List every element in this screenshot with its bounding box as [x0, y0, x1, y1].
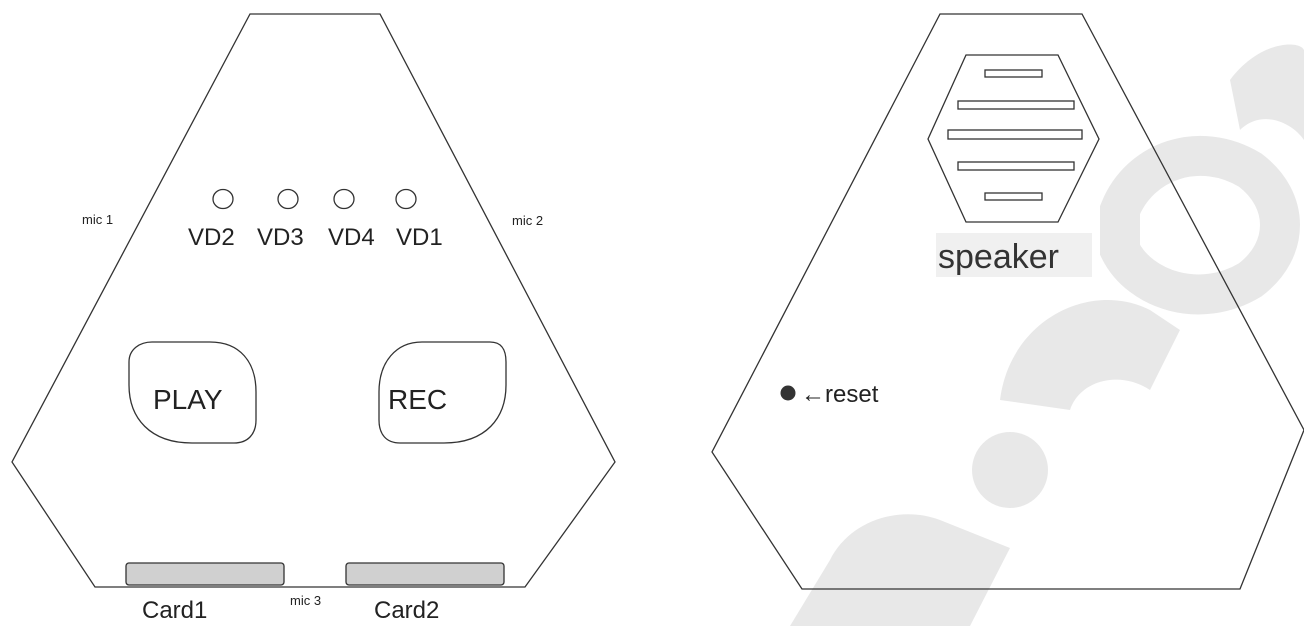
rec-button-outline [378, 341, 507, 444]
speaker-slot [957, 161, 1075, 171]
back-panel: speaker ←reset [711, 13, 1304, 590]
front-panel: mic 1 mic 2 VD2 VD3 VD4 VD1 PLAY REC Car… [11, 13, 616, 624]
play-button-outline [128, 341, 257, 444]
watermark [790, 44, 1304, 626]
speaker-slot [947, 129, 1083, 140]
led-label-vd3: VD3 [257, 224, 304, 251]
led-label-vd1: VD1 [396, 224, 443, 251]
play-button-label: PLAY [153, 384, 223, 415]
reset-button[interactable] [780, 385, 796, 401]
speaker-label: speaker [938, 238, 1059, 276]
speaker-slot [984, 69, 1043, 78]
card1-slot[interactable] [125, 562, 285, 586]
mic-3-label: mic 3 [290, 593, 321, 608]
card1-label: Card1 [142, 597, 207, 624]
speaker-slot [984, 192, 1043, 201]
speaker-slot [957, 100, 1075, 110]
rec-button-label: REC [388, 384, 447, 415]
led-group: VD2 VD3 VD4 VD1 [188, 188, 443, 251]
card2-label: Card2 [374, 597, 439, 624]
mic-1-label: mic 1 [82, 212, 113, 227]
front-panel-outline [11, 13, 616, 588]
reset-label: ←reset [801, 381, 879, 408]
mic-2-label: mic 2 [512, 213, 543, 228]
led-vd3 [277, 188, 299, 210]
led-label-vd2: VD2 [188, 224, 235, 251]
play-button[interactable]: PLAY [128, 341, 257, 444]
card2-slot[interactable] [345, 562, 505, 586]
rec-button[interactable]: REC [378, 341, 507, 444]
led-vd2 [212, 188, 234, 210]
speaker-label-bg [936, 233, 1092, 277]
led-vd4 [333, 188, 355, 210]
led-vd1 [395, 188, 417, 210]
speaker-grille [927, 54, 1100, 223]
speaker-hexagon [927, 54, 1100, 223]
back-panel-outline [711, 13, 1304, 590]
led-label-vd4: VD4 [328, 224, 375, 251]
